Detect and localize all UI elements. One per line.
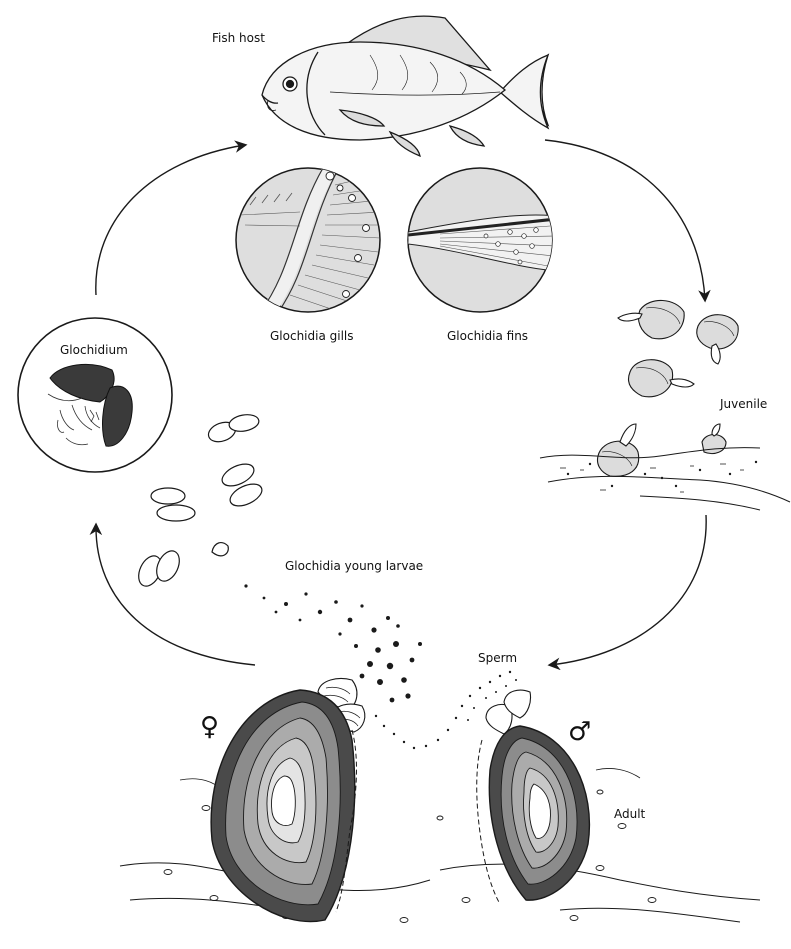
female-symbol: ♀: [200, 712, 219, 742]
arrow-fish-to-juvenile: [545, 140, 705, 300]
arrow-juvenile-to-adult: [550, 515, 706, 665]
male-symbol: ♂: [568, 717, 591, 747]
label-fish-host: Fish host: [212, 31, 265, 45]
arrow-glochidium-to-fish: [96, 145, 245, 295]
label-adult: Adult: [614, 807, 646, 821]
label-sperm: Sperm: [478, 651, 517, 665]
label-glochidia-fins: Glochidia fins: [447, 329, 528, 343]
label-glochidium: Glochidium: [60, 343, 128, 357]
gill-magnified-circle: [236, 168, 382, 318]
fish-illustration: [262, 16, 548, 156]
label-juvenile: Juvenile: [719, 397, 767, 411]
cycle-arrows: [96, 140, 706, 665]
glochidium-circle: [18, 318, 172, 472]
arrow-adult-to-glochidium: [96, 525, 255, 665]
fin-magnified-circle: [408, 168, 562, 312]
female-adult-mussel: [211, 679, 365, 922]
juvenile-sediment: [540, 448, 790, 510]
label-glochidia-gills: Glochidia gills: [270, 329, 354, 343]
label-young-larvae: Glochidia young larvae: [285, 559, 423, 573]
juvenile-mussels: [598, 300, 739, 476]
